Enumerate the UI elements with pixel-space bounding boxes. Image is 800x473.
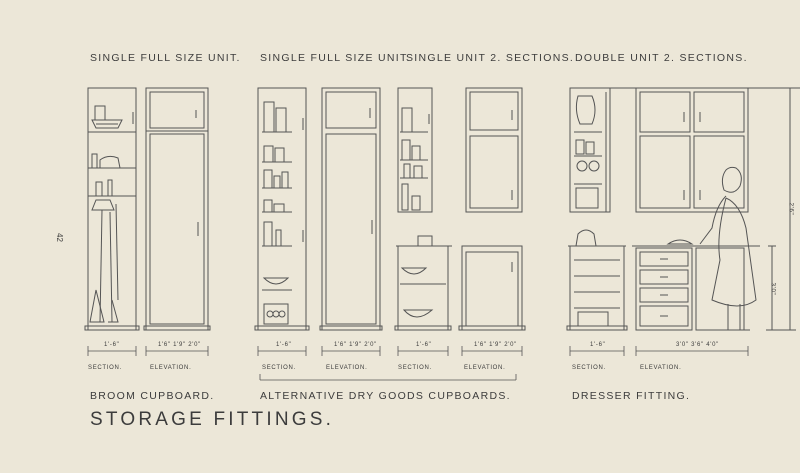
header-dry-goods-full: SINGLE FULL SIZE UNIT. [260,52,411,64]
caption-dry-goods: ALTERNATIVE DRY GOODS CUPBOARDS. [260,390,511,402]
page-number: 42 [54,233,64,242]
sublabel-elevation: ELEVATION. [464,365,506,371]
dim-label: 1'-6" [416,342,432,348]
page-title: STORAGE FITTINGS. [90,409,335,430]
caption-dresser: DRESSER FITTING. [572,390,691,402]
sublabel-elevation: ELEVATION. [640,365,682,371]
dry-goods-two-sections-drawing [394,87,526,331]
dim-label: 1'6" 1'9" 2'0" [474,342,517,348]
dresser-fitting-drawing [566,87,800,331]
dim-label: 1'-6" [276,342,292,348]
dim-label: 1'6" 1'9" 2'0" [158,342,201,348]
sublabel-section: SECTION. [88,365,122,371]
dry-goods-full-size-drawing [254,87,383,331]
sublabel-elevation: ELEVATION. [326,365,368,371]
sublabel-section: SECTION. [262,365,296,371]
header-broom-cupboard: SINGLE FULL SIZE UNIT. [90,52,241,64]
height-dim-worktop: 3'0" [769,282,776,296]
dim-label: 1'-6" [590,342,606,348]
dimension-lines [87,346,749,381]
sublabel-section: SECTION. [572,365,606,371]
height-dim-total: 2'6" [787,202,794,216]
sublabel-section: SECTION. [398,365,432,371]
header-dresser: DOUBLE UNIT 2. SECTIONS. [575,52,748,64]
dim-label: 1'6" 1'9" 2'0" [334,342,377,348]
sublabel-elevation: ELEVATION. [150,365,192,371]
caption-broom-cupboard: BROOM CUPBOARD. [90,390,215,402]
dim-label: 1'-6" [104,342,120,348]
header-dry-goods-sections: SINGLE UNIT 2. SECTIONS. [406,52,575,64]
broom-cupboard-drawing [84,87,211,331]
dim-label: 3'0" 3'6" 4'0" [676,342,719,348]
